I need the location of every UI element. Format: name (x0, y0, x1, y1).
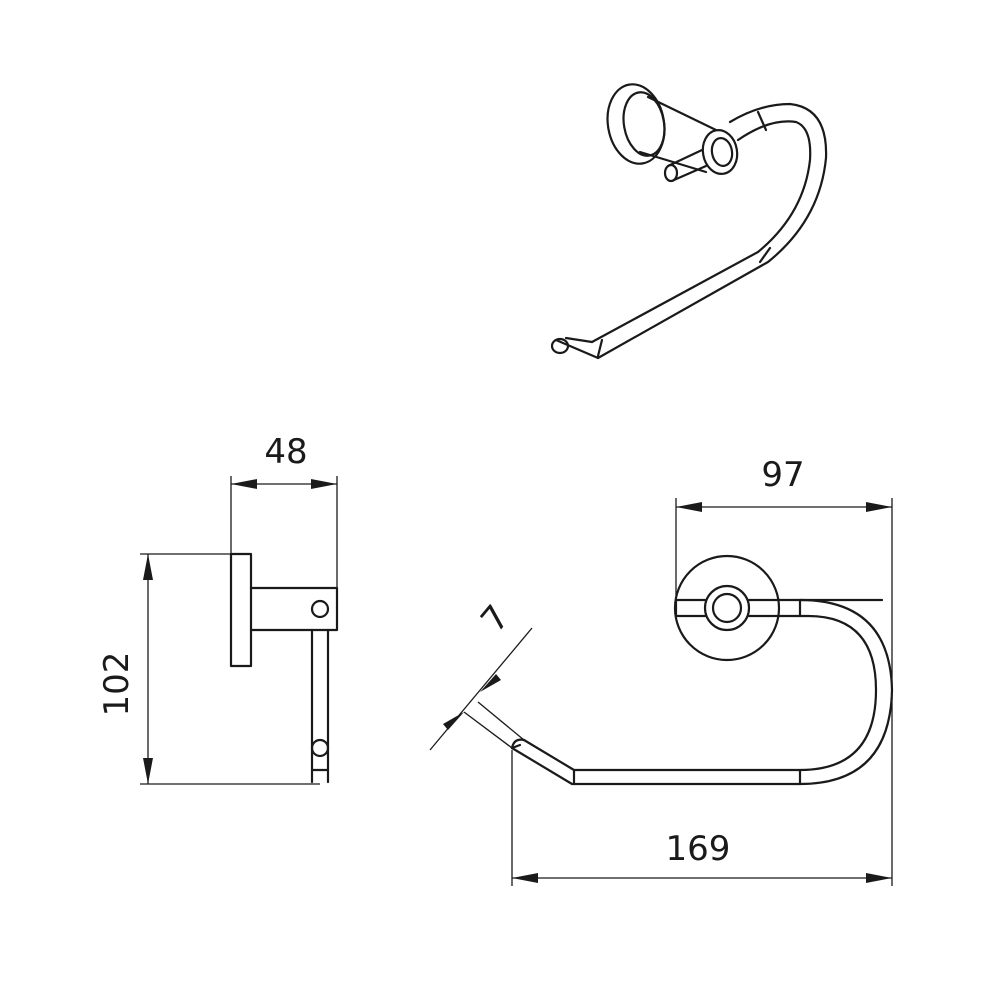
dimension-97-label: 97 (761, 455, 804, 495)
dimension-48-label: 48 (264, 432, 307, 472)
isometric-view (550, 83, 828, 360)
dimension-7-label: 7 (473, 598, 518, 640)
front-view: 97 169 7 (429, 455, 894, 886)
side-view: 48 102 (97, 432, 339, 785)
dimension-102-label: 102 (97, 652, 137, 717)
dimension-169-label: 169 (666, 829, 731, 869)
